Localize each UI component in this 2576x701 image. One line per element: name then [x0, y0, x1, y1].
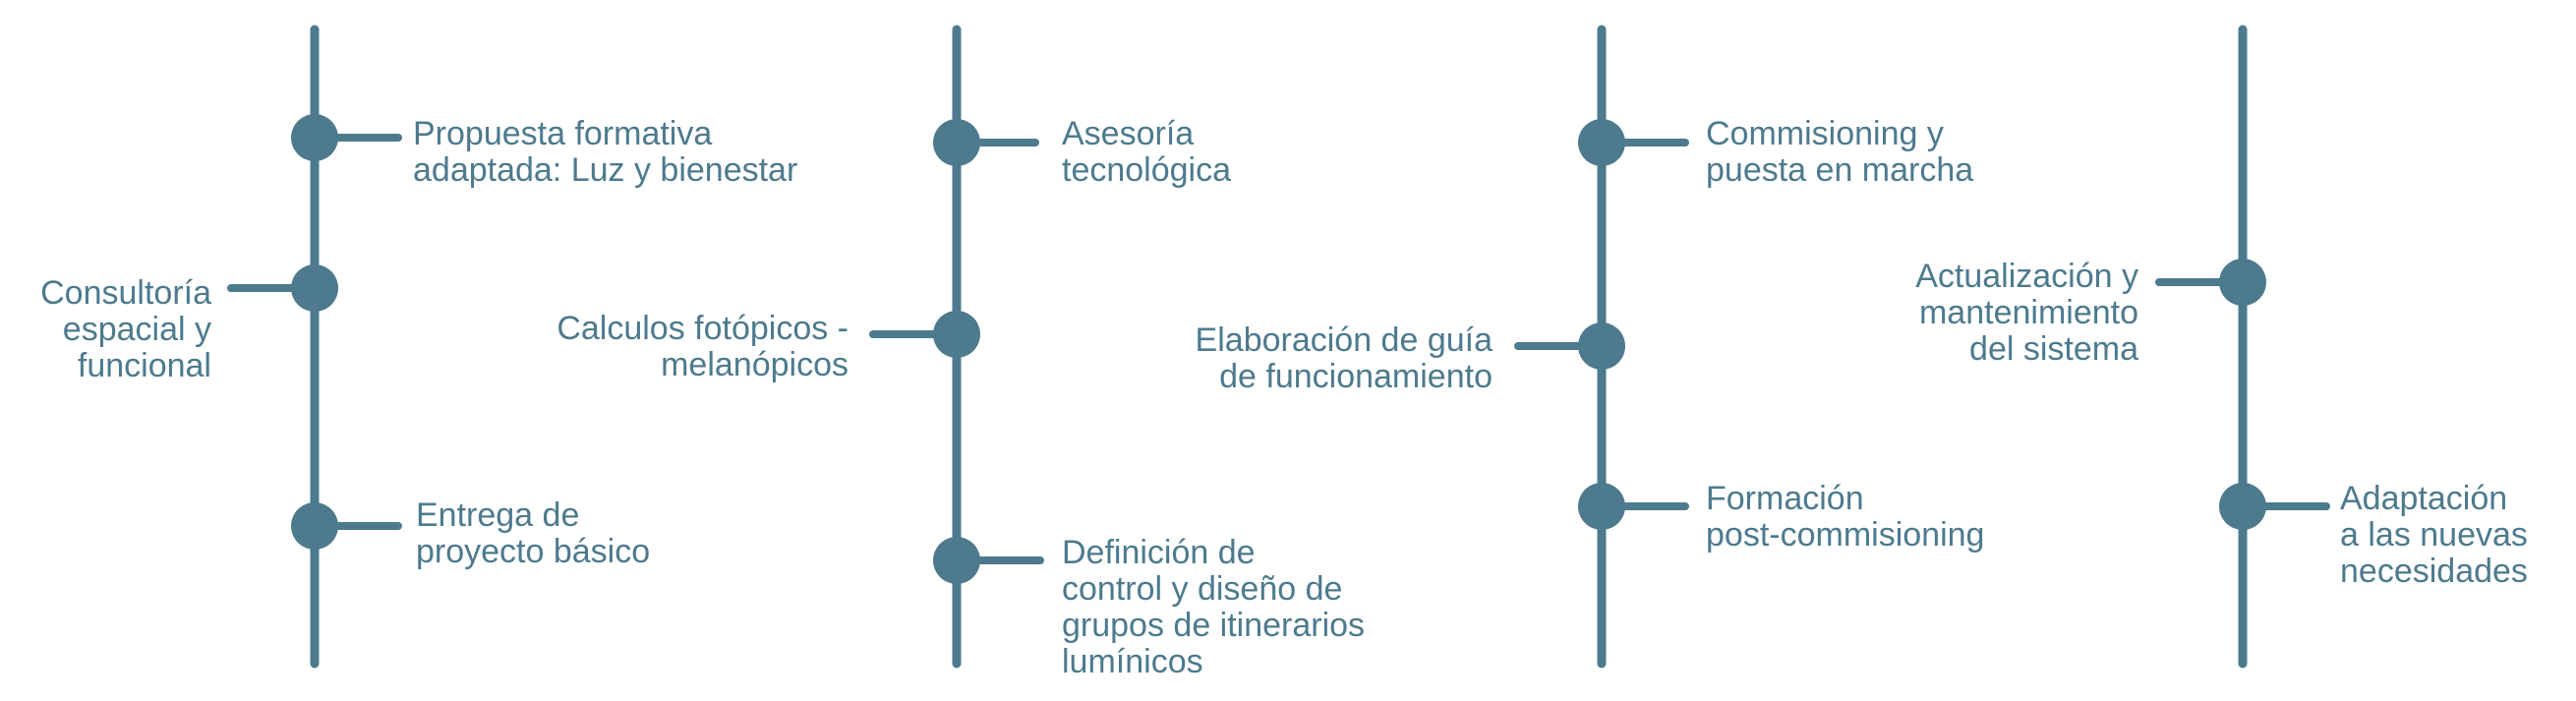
label-line: Commisioning y	[1706, 115, 1944, 152]
label-line: Adaptación	[2340, 480, 2508, 517]
timeline-2-node-1-marker	[933, 119, 980, 166]
label-line: Formación	[1706, 480, 1864, 517]
label-line: espacial y	[62, 311, 211, 348]
timeline-4-node-1-marker	[2219, 259, 2266, 306]
label-line: puesta en marcha	[1706, 151, 1974, 189]
label-line: Asesoría	[1062, 115, 1195, 152]
label-line: necesidades	[2340, 553, 2528, 590]
label-line: lumínicos	[1062, 643, 1203, 680]
label-line: Elaboración de guía	[1195, 321, 1493, 359]
timeline-4-node-2-marker	[2219, 483, 2266, 530]
label-line: funcional	[77, 347, 211, 384]
label-line: post-commisioning	[1706, 516, 1985, 554]
label-line: mantenimiento	[1918, 294, 2138, 331]
timeline-2-node-2-label: Calculos fotópicos -melanópicos	[556, 311, 849, 383]
timeline-1-node-1-marker	[291, 114, 338, 161]
label-line: del sistema	[1969, 330, 2138, 368]
timeline-2-node-3-marker	[933, 537, 980, 584]
label-line: tecnológica	[1062, 151, 1232, 189]
label-line: grupos de itinerarios	[1062, 607, 1366, 644]
timeline-3-node-3-marker	[1578, 483, 1625, 530]
timeline-3-node-1-marker	[1578, 119, 1625, 166]
label-line: Propuesta formativa	[413, 115, 713, 152]
label-line: adaptada: Luz y bienestar	[413, 151, 798, 189]
label-line: de funcionamiento	[1219, 358, 1493, 395]
label-line: a las nuevas	[2340, 516, 2528, 554]
timeline-1-node-2-marker	[291, 264, 338, 312]
label-line: Calculos fotópicos -	[556, 310, 849, 347]
label-line: Definición de	[1062, 534, 1256, 571]
label-line: Consultoría	[40, 274, 211, 312]
label-line: proyecto básico	[416, 533, 651, 570]
label-line: Actualización y	[1915, 258, 2138, 295]
timeline-1-node-3-marker	[291, 502, 338, 550]
label-line: control y diseño de	[1062, 570, 1343, 608]
label-line: melanópicos	[661, 346, 849, 383]
timeline-2-node-2-marker	[933, 311, 980, 358]
label-line: Entrega de	[416, 497, 580, 534]
timeline-3-node-2-marker	[1578, 322, 1625, 370]
